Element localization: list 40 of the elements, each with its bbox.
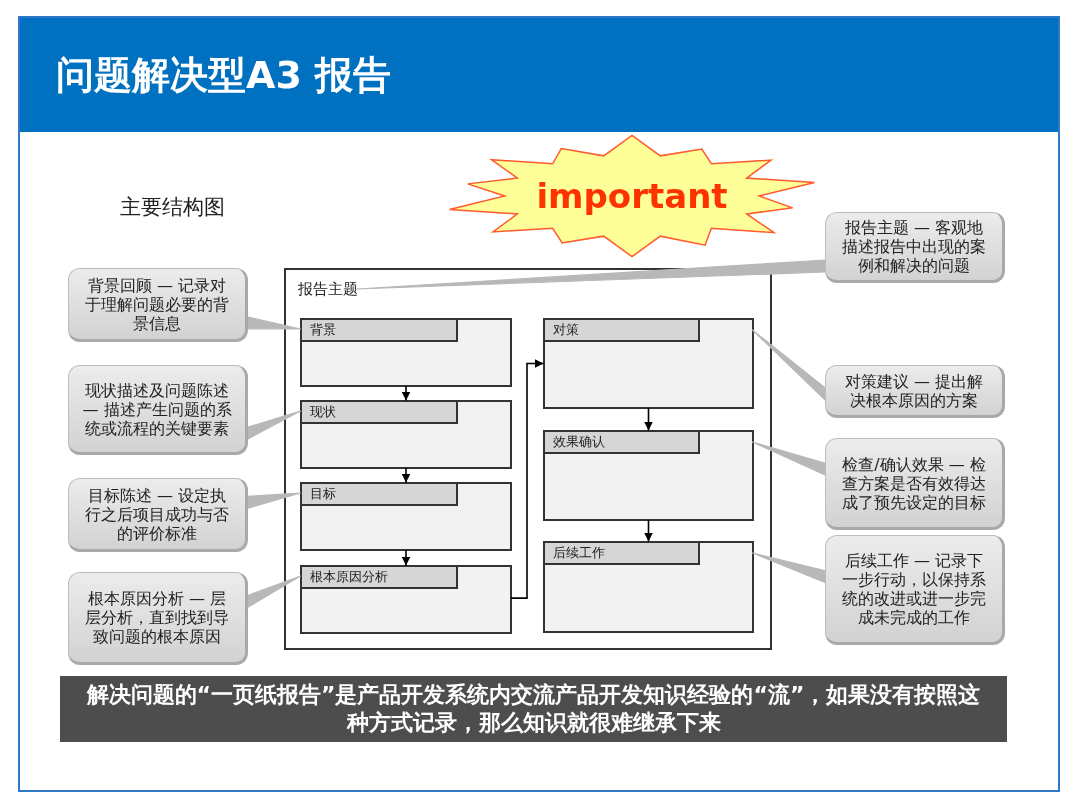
section-tab: 对策 (545, 320, 700, 342)
callout-box: 背景回顾 — 记录对于理解问题必要的背景信息 (68, 268, 248, 342)
section-box (543, 430, 754, 521)
callout-box: 报告主题 — 客观地描述报告中出现的案例和解决的问题 (825, 212, 1005, 283)
section-tab: 效果确认 (545, 432, 700, 454)
leader-line (751, 552, 827, 584)
frame-heading: 报告主题 (298, 280, 358, 298)
section-box (543, 541, 754, 633)
diagram-heading: 主要结构图 (120, 194, 225, 220)
arrow (401, 549, 411, 567)
arrow (401, 385, 411, 402)
arrow (401, 467, 411, 484)
title: 问题解决型A3 报告 (56, 52, 392, 98)
section-box (300, 565, 512, 634)
report-frame (284, 268, 772, 650)
callout-box: 现状描述及问题陈述 — 描述产生问题的系统或流程的关键要素 (68, 365, 248, 455)
leader-line (356, 259, 827, 290)
caption-banner: 解决问题的“一页纸报告”是产品开发系统内交流产品开发知识经验的“流”，如果没有按照这种方式记录，那么知识就很难继承下来 (60, 676, 1007, 742)
section-tab: 背景 (302, 320, 458, 342)
callout-box: 对策建议 — 提出解决根本原因的方案 (825, 365, 1005, 418)
callout-box: 检查/确认效果 — 检查方案是否有效得达成了预先设定的目标 (825, 438, 1005, 530)
arrow (644, 519, 653, 543)
section-box (543, 318, 754, 409)
section-tab: 根本原因分析 (302, 567, 458, 589)
callout-box: 后续工作 — 记录下一步行动，以保持系统的改进或进一步完成未完成的工作 (825, 535, 1005, 645)
leader-line (246, 410, 302, 440)
section-box (300, 400, 512, 469)
leader-line (751, 329, 827, 401)
section-box (300, 318, 512, 387)
callout-box: 根本原因分析 — 层层分析，直到找到导致问题的根本原因 (68, 572, 248, 665)
section-tab: 现状 (302, 402, 458, 424)
leader-line (751, 441, 827, 476)
section-box (300, 482, 512, 551)
leader-line (246, 575, 302, 609)
arrow (644, 407, 653, 432)
callout-box: 目标陈述 — 设定执行之后项目成功与否的评价标准 (68, 478, 248, 552)
section-tab: 目标 (302, 484, 458, 506)
section-tab: 后续工作 (545, 543, 700, 565)
leader-line (246, 492, 302, 509)
leader-line (246, 316, 302, 330)
